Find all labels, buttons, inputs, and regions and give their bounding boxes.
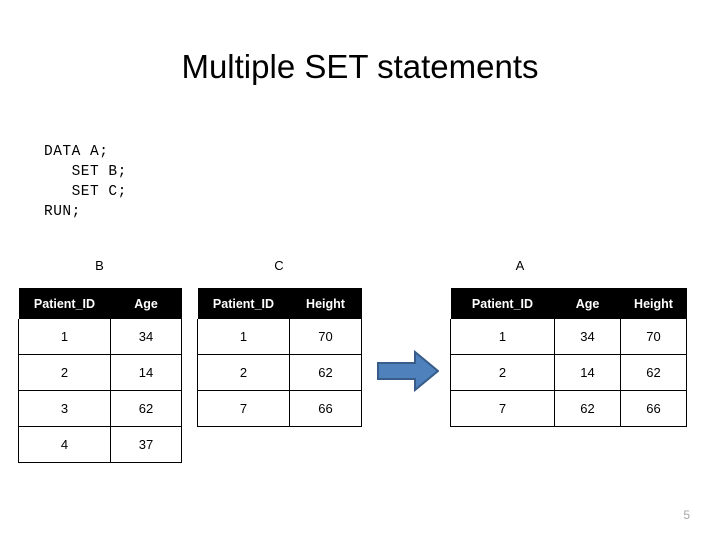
page-title: Multiple SET statements xyxy=(181,48,539,85)
table-row: 1 34 xyxy=(18,319,182,355)
cell-patient-id: 7 xyxy=(450,390,555,427)
column-header-height: Height xyxy=(620,288,687,319)
column-header-height: Height xyxy=(289,288,362,319)
right-arrow xyxy=(377,349,440,393)
column-header-patient-id: Patient_ID xyxy=(197,288,290,319)
sas-code-block: DATA A; SET B; SET C; RUN; xyxy=(44,144,127,220)
cell-patient-id: 7 xyxy=(197,390,290,427)
table-row: 1 70 xyxy=(197,319,362,355)
column-header-patient-id: Patient_ID xyxy=(18,288,111,319)
table-c: Patient_ID Height 1 70 2 62 7 66 xyxy=(197,288,362,427)
table-row: 2 14 xyxy=(18,354,182,391)
table-caption-c: C xyxy=(274,258,284,273)
table-a: Patient_ID Age Height 1 34 70 2 14 62 7 … xyxy=(450,288,687,427)
table-caption-a: A xyxy=(515,258,525,273)
table-b: Patient_ID Age 1 34 2 14 3 62 4 37 xyxy=(18,288,182,463)
cell-height: 66 xyxy=(620,390,687,427)
cell-patient-id: 1 xyxy=(450,319,555,355)
cell-patient-id: 1 xyxy=(197,319,290,355)
cell-height: 62 xyxy=(289,354,362,391)
table-row: 2 14 62 xyxy=(450,354,687,391)
column-header-age: Age xyxy=(110,288,182,319)
cell-patient-id: 2 xyxy=(197,354,290,391)
right-arrow-icon xyxy=(377,349,440,393)
table-row: 7 66 xyxy=(197,390,362,427)
cell-age: 62 xyxy=(554,390,621,427)
table-row: 1 34 70 xyxy=(450,319,687,355)
page-number: 5 xyxy=(683,508,690,522)
table-row: 2 62 xyxy=(197,354,362,391)
table-caption-b: B xyxy=(95,258,104,273)
cell-patient-id: 2 xyxy=(18,354,111,391)
cell-height: 70 xyxy=(620,319,687,355)
cell-patient-id: 4 xyxy=(18,426,111,463)
cell-height: 66 xyxy=(289,390,362,427)
cell-age: 37 xyxy=(110,426,182,463)
table-row: 3 62 xyxy=(18,390,182,427)
column-header-patient-id: Patient_ID xyxy=(450,288,555,319)
cell-age: 14 xyxy=(110,354,182,391)
cell-patient-id: 3 xyxy=(18,390,111,427)
table-header-row: Patient_ID Age Height xyxy=(450,288,687,319)
table-row: 7 62 66 xyxy=(450,390,687,427)
column-header-age: Age xyxy=(554,288,621,319)
cell-height: 70 xyxy=(289,319,362,355)
cell-age: 34 xyxy=(554,319,621,355)
table-row: 4 37 xyxy=(18,426,182,463)
cell-age: 62 xyxy=(110,390,182,427)
cell-height: 62 xyxy=(620,354,687,391)
table-header-row: Patient_ID Height xyxy=(197,288,362,319)
cell-patient-id: 2 xyxy=(450,354,555,391)
cell-age: 34 xyxy=(110,319,182,355)
cell-age: 14 xyxy=(554,354,621,391)
cell-patient-id: 1 xyxy=(18,319,111,355)
table-header-row: Patient_ID Age xyxy=(18,288,182,319)
